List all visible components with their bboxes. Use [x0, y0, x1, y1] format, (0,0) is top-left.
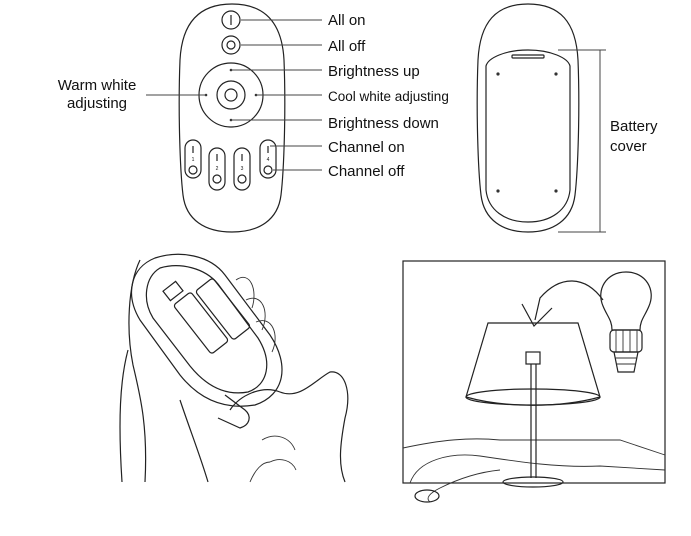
label-warm-white-2: adjusting [67, 95, 127, 112]
all-off-button [221, 35, 241, 55]
label-all-off: All off [328, 38, 366, 55]
channel-button-2: 2 [208, 147, 226, 191]
label-channel-on: Channel on [328, 139, 405, 156]
remote-front: 1 2 3 4 [178, 3, 286, 233]
label-all-on: All on [328, 12, 366, 29]
label-channel-off: Channel off [328, 163, 405, 180]
bulb-icon [600, 271, 652, 373]
hands-battery-illustration [119, 253, 349, 483]
label-cool-white: Cool white adjusting [328, 89, 449, 104]
channel-button-1: 1 [184, 139, 202, 179]
channel-button-4: 4 [259, 139, 277, 179]
channel-number-1: 1 [192, 157, 195, 163]
battery-dimension-line [558, 49, 606, 233]
label-battery-2: cover [610, 138, 647, 155]
label-warm-white-1: Warm white [58, 77, 137, 94]
lamp-panel [402, 260, 666, 503]
label-brightness-down: Brightness down [328, 115, 439, 132]
channel-number-4: 4 [267, 157, 270, 163]
callout-lines [146, 19, 322, 171]
remote-back [476, 3, 580, 233]
channel-button-3: 3 [233, 147, 251, 191]
label-battery-1: Battery [610, 118, 658, 135]
channel-number-2: 2 [216, 166, 219, 172]
label-brightness-up: Brightness up [328, 63, 420, 80]
all-on-button [221, 10, 241, 30]
channel-number-3: 3 [241, 166, 244, 172]
color-wheel [198, 62, 264, 128]
